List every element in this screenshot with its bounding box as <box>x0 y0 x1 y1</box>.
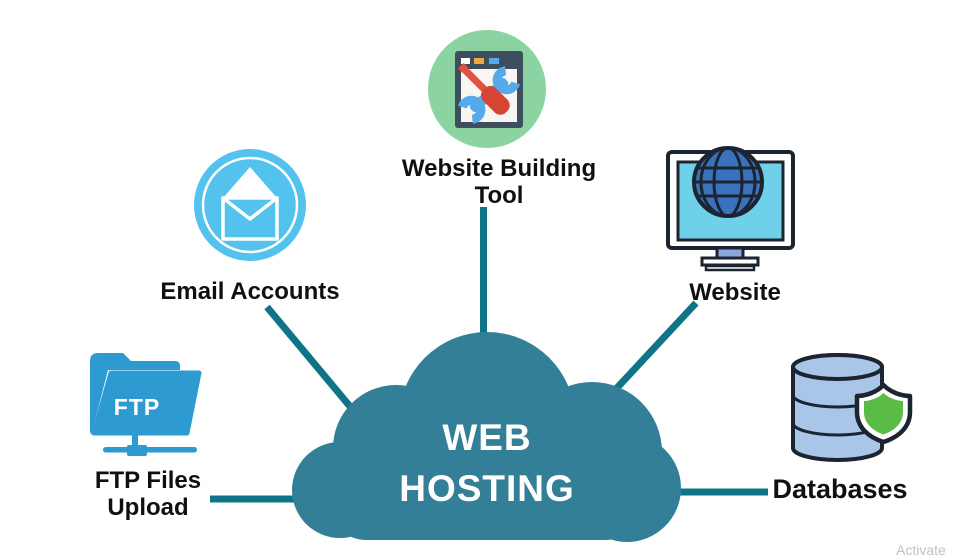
label-website: Website <box>689 279 781 306</box>
watermark-text: Activate <box>896 542 946 557</box>
envelope-icon <box>221 167 279 241</box>
globe-icon <box>692 146 764 218</box>
label-website-building-tool: Website Building Tool <box>401 155 597 209</box>
database-cylinder <box>791 353 884 462</box>
cloud-shape <box>292 332 681 542</box>
ftp-folder-icon <box>90 353 202 456</box>
monitor-stand <box>700 246 760 272</box>
label-email-accounts: Email Accounts <box>160 278 340 305</box>
label-ftp-files-upload: FTP Files Upload <box>94 467 202 521</box>
label-databases: Databases <box>772 474 908 504</box>
email-accounts-icon <box>194 149 306 261</box>
cloud-title-line1: WEB <box>442 417 532 458</box>
ftp-folder-label: FTP <box>113 394 161 420</box>
connector-lines <box>210 207 768 503</box>
website-building-tool-icon <box>428 30 546 148</box>
shield-icon <box>854 382 913 445</box>
cloud-title-line2: HOSTING <box>399 468 575 509</box>
connector-line-email <box>264 304 356 413</box>
network-icon <box>103 433 197 456</box>
folder <box>90 353 202 436</box>
blue-circle-background <box>194 149 306 261</box>
website-icon <box>666 146 795 272</box>
cloud-title: WEB HOSTING <box>337 412 637 514</box>
databases-icon <box>791 353 913 462</box>
screwdriver-icon <box>458 63 510 115</box>
